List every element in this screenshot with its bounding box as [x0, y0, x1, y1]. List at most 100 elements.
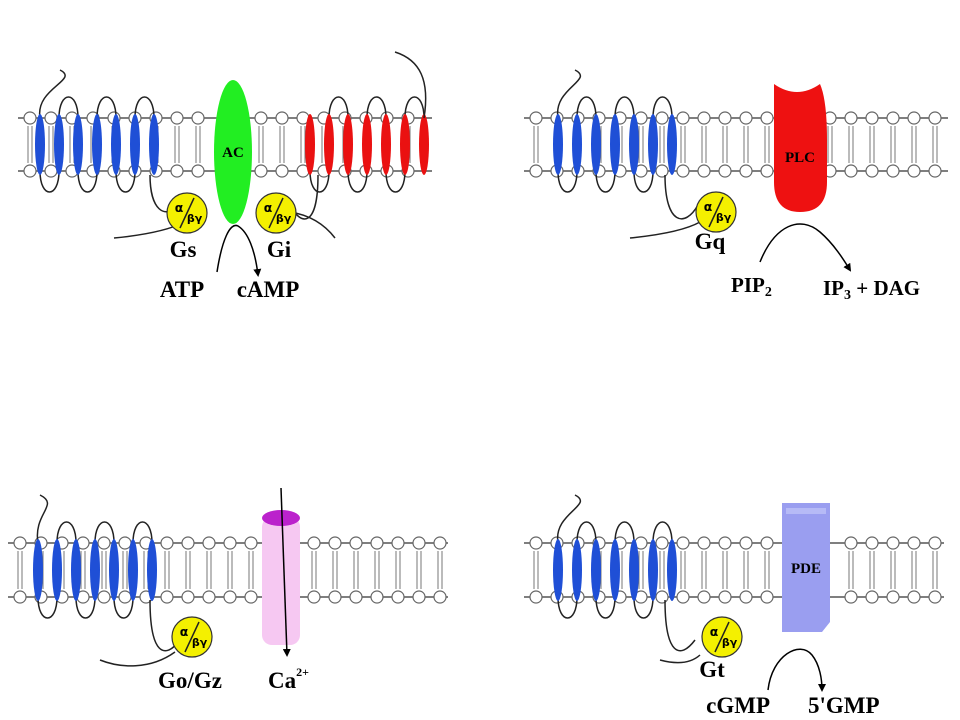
- transmembrane-helix: [400, 114, 410, 175]
- receptor-loops: [36, 494, 153, 619]
- transmembrane-helix: [610, 114, 620, 175]
- transmembrane-helix: [73, 114, 83, 175]
- transmembrane-helix: [553, 539, 563, 601]
- transmembrane-helix: [629, 539, 639, 601]
- alpha-subunit-label: α: [180, 624, 189, 639]
- transmembrane-helix: [71, 539, 81, 601]
- lipid-head: [676, 590, 690, 604]
- receptor-gq: [553, 69, 677, 193]
- lipid-head: [118, 590, 132, 604]
- lipid-head: [223, 590, 237, 604]
- calcium-channel-pore: [262, 510, 300, 526]
- lipid-head: [328, 536, 342, 550]
- transmembrane-helix: [648, 539, 658, 601]
- g-protein-gs: αβγ: [166, 192, 208, 234]
- transmembrane-helix: [33, 539, 43, 601]
- receptor-n-terminus: [394, 51, 427, 119]
- lipid-head: [655, 111, 669, 125]
- transmembrane-helix: [130, 114, 140, 175]
- gt-label: Gt: [699, 657, 725, 682]
- lipid-head: [655, 164, 669, 178]
- receptor-gi-red: [305, 51, 429, 193]
- lipid-head: [928, 111, 942, 125]
- lipid-head: [118, 536, 132, 550]
- betagamma-subunit-label: βγ: [192, 636, 208, 649]
- receptor-go: [33, 494, 157, 619]
- lipid-head: [739, 164, 753, 178]
- transmembrane-helix: [111, 114, 121, 175]
- lipid-head: [655, 590, 669, 604]
- receptor-loops: [39, 69, 155, 193]
- pde-label: PDE: [791, 561, 821, 577]
- betagamma-subunit-label: βγ: [276, 212, 292, 225]
- transmembrane-helix: [90, 539, 100, 601]
- transmembrane-helix: [343, 114, 353, 175]
- g-protein-gi: αβγ: [255, 192, 297, 234]
- lipid-head: [412, 590, 426, 604]
- lipid-head: [886, 590, 900, 604]
- receptor-gs-blue: [35, 69, 159, 193]
- lipid-head: [202, 590, 216, 604]
- lipid-head: [907, 536, 921, 550]
- lipid-head: [412, 536, 426, 550]
- lipid-head: [907, 164, 921, 178]
- alpha-subunit-label: α: [264, 200, 273, 215]
- transmembrane-helix: [591, 539, 601, 601]
- gq-receptor-tail: [664, 174, 699, 220]
- betagamma-subunit-label: βγ: [722, 636, 738, 649]
- lipid-head: [676, 536, 690, 550]
- g-protein-gq: αβγ: [695, 191, 737, 233]
- transmembrane-helix: [324, 114, 334, 175]
- lipid-head: [328, 590, 342, 604]
- receptor-loops: [309, 96, 425, 193]
- lipid-head: [433, 536, 447, 550]
- transmembrane-helix: [305, 114, 315, 175]
- g-protein-divider: [714, 621, 730, 653]
- lipid-head: [254, 111, 268, 125]
- adenylyl-cyclase: [214, 80, 252, 224]
- lipid-head: [97, 590, 111, 604]
- lipid-head: [886, 536, 900, 550]
- lipid-head: [370, 590, 384, 604]
- lipid-head: [739, 590, 753, 604]
- go-gz-label: Go/Gz: [158, 668, 222, 693]
- go-anchor: [99, 651, 176, 667]
- lipid-head: [739, 111, 753, 125]
- transmembrane-helix: [128, 539, 138, 601]
- lipid-head: [865, 536, 879, 550]
- transmembrane-helix: [610, 539, 620, 601]
- lipid-head: [655, 536, 669, 550]
- lipid-head: [307, 536, 321, 550]
- lipid-head: [760, 164, 774, 178]
- lipid-head: [244, 590, 258, 604]
- gs-label: Gs: [170, 237, 197, 262]
- lipid-head: [844, 164, 858, 178]
- transmembrane-helix: [553, 114, 563, 175]
- lipid-head: [13, 590, 27, 604]
- lipid-head: [181, 590, 195, 604]
- alpha-subunit-label: α: [175, 200, 184, 215]
- gt-anchor: [659, 654, 701, 664]
- receptor-loops: [557, 494, 673, 619]
- pde-top-stripe: [786, 508, 826, 514]
- pip2-label: PIP2: [731, 273, 772, 300]
- membrane-bottom-right: [524, 536, 944, 604]
- lipid-head: [170, 111, 184, 125]
- lipid-head: [244, 536, 258, 550]
- transmembrane-helix: [54, 114, 64, 175]
- lipid-head: [370, 536, 384, 550]
- plc-label: PLC: [785, 150, 815, 166]
- 5gmp-label: 5'GMP: [808, 693, 880, 718]
- lipid-head: [23, 164, 37, 178]
- cgmp-arrow: [767, 648, 826, 692]
- g-protein-divider: [179, 197, 195, 229]
- transmembrane-helix: [591, 114, 601, 175]
- lipid-head: [97, 536, 111, 550]
- lipid-head: [307, 590, 321, 604]
- cgmp-label: cGMP: [706, 693, 770, 718]
- lipid-head: [844, 111, 858, 125]
- lipid-head: [865, 111, 879, 125]
- lipid-head: [760, 590, 774, 604]
- lipid-head: [160, 536, 174, 550]
